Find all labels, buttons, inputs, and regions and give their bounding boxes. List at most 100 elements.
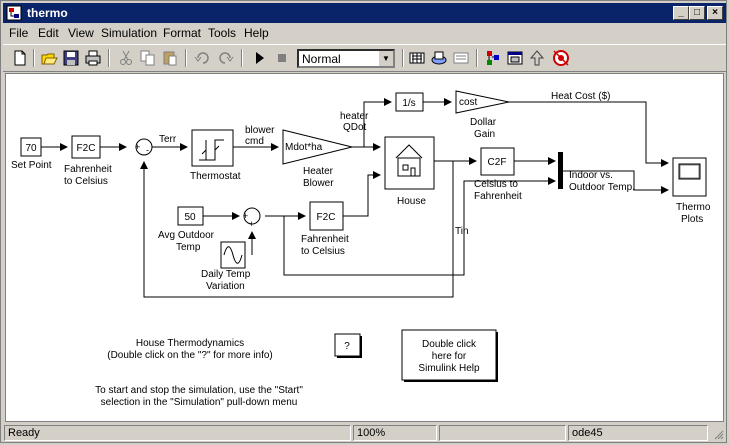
redo-icon[interactable] — [216, 49, 234, 67]
simulink-help-text-2: here for — [432, 351, 467, 362]
copy-icon[interactable] — [139, 49, 157, 67]
status-state: Ready — [4, 425, 351, 441]
set-point-block[interactable]: 70 — [20, 137, 42, 157]
sum-plus-sign: + — [135, 142, 140, 152]
daily-label-2: Variation — [206, 281, 245, 292]
c2f-label-1: Celsius to — [474, 179, 518, 190]
dollar-label-1: Dollar — [470, 117, 497, 128]
menu-edit[interactable]: Edit — [38, 26, 59, 40]
blower-cmd-label-2: cmd — [245, 136, 264, 147]
scope-label-2: Plots — [681, 214, 703, 225]
menu-view[interactable]: View — [68, 26, 94, 40]
house-thermodynamics-help-block[interactable]: ? — [334, 333, 362, 358]
f2c-text: F2C — [77, 143, 96, 154]
instructions-text-1: To start and stop the simulation, use th… — [95, 385, 303, 396]
sum-block-error[interactable]: + - — [135, 138, 153, 156]
sum-minus-sign: - — [146, 145, 149, 155]
simulink-help-block[interactable]: Double click here for Simulink Help — [401, 329, 498, 382]
cut-icon[interactable] — [117, 49, 135, 67]
debugger-icon[interactable] — [506, 49, 524, 67]
update-diagram-icon[interactable] — [430, 49, 448, 67]
model-canvas[interactable]: 70 Set Point F2C Fahrenheit to Celsius +… — [5, 73, 724, 422]
toolbar-separator — [185, 49, 187, 67]
house-label: House — [397, 196, 426, 207]
terr-label: Terr — [159, 134, 177, 145]
save-icon[interactable] — [62, 49, 80, 67]
house-thermo-text-2: (Double click on the "?" for more info) — [107, 350, 273, 361]
menu-format[interactable]: Format — [163, 26, 202, 40]
menu-simulation[interactable]: Simulation — [101, 26, 158, 40]
simulation-mode-select[interactable]: Normal ▼ — [297, 49, 395, 68]
open-icon[interactable] — [40, 49, 58, 67]
resize-grip-icon[interactable] — [712, 428, 724, 440]
status-solver: ode45 — [568, 425, 708, 441]
daily-temp-variation-block[interactable] — [220, 241, 246, 269]
avg-value: 50 — [184, 212, 196, 223]
integrator-text: 1/s — [402, 98, 415, 109]
profiler-icon[interactable] — [552, 49, 570, 67]
f2c-label-line1: Fahrenheit — [64, 164, 112, 175]
dollar-label-2: Gain — [474, 129, 495, 140]
avg-label-2: Temp — [176, 242, 201, 253]
thermostat-block[interactable] — [191, 129, 234, 167]
toolbar-separator — [402, 49, 404, 67]
cost-text: cost — [459, 97, 478, 108]
heater-qdot-label-1: heater — [340, 111, 369, 122]
title-bar[interactable]: thermo _ □ × — [3, 3, 726, 23]
start-icon[interactable] — [251, 49, 269, 67]
f2c-outdoor-label-1: Fahrenheit — [301, 234, 349, 245]
simulink-help-text-3: Simulink Help — [418, 363, 480, 374]
library-browser-icon[interactable] — [452, 49, 470, 67]
heater-label-2: Blower — [303, 178, 334, 189]
blower-cmd-label-1: blower — [245, 125, 275, 136]
integrator-block[interactable]: 1/s — [395, 92, 424, 112]
menu-tools[interactable]: Tools — [208, 26, 237, 40]
f2c-block-outdoor[interactable]: F2C — [309, 201, 344, 231]
new-icon[interactable] — [11, 49, 29, 67]
chevron-down-icon[interactable]: ▼ — [378, 51, 393, 66]
sum-block-outdoor[interactable]: + + — [243, 207, 261, 229]
heat-cost-label: Heat Cost ($) — [551, 91, 610, 102]
gain-text: Mdot*ha — [285, 142, 323, 153]
f2c-text: F2C — [317, 212, 336, 223]
f2c-outdoor-label-2: to Celsius — [301, 246, 345, 257]
dollar-gain-block[interactable]: cost — [455, 90, 510, 114]
heater-blower-gain-block[interactable]: Mdot*ha — [282, 129, 353, 165]
model-explorer-icon[interactable] — [484, 49, 502, 67]
f2c-block-setpoint[interactable]: F2C — [71, 135, 101, 159]
avg-outdoor-temp-block[interactable]: 50 — [177, 206, 204, 226]
house-block[interactable] — [384, 136, 435, 190]
window-title: thermo — [27, 6, 68, 20]
signal-lines — [41, 98, 669, 298]
thermo-plots-scope-block[interactable] — [672, 157, 707, 197]
toolbar: Normal ▼ — [3, 44, 726, 72]
tin-label: Tin — [455, 226, 469, 237]
mux-label-2: Outdoor Temp. — [569, 182, 635, 193]
simulink-app-icon — [6, 5, 22, 21]
toolbar-separator — [476, 49, 478, 67]
daily-label-1: Daily Temp — [201, 269, 251, 280]
minimize-icon[interactable]: _ — [673, 6, 689, 20]
parent-icon[interactable] — [528, 49, 546, 67]
c2f-block[interactable]: C2F — [480, 147, 515, 176]
undo-icon[interactable] — [194, 49, 212, 67]
maximize-icon[interactable]: □ — [689, 6, 705, 20]
heater-label-1: Heater — [303, 166, 334, 177]
close-icon[interactable]: × — [707, 6, 723, 20]
print-icon[interactable] — [84, 49, 102, 67]
toolbar-separator — [33, 49, 35, 67]
c2f-text: C2F — [488, 157, 507, 168]
stop-icon[interactable] — [273, 49, 291, 67]
sum-plus-sign: + — [243, 211, 248, 221]
status-bar: Ready 100% ode45 — [3, 424, 726, 442]
c2f-label-2: Fahrenheit — [474, 191, 522, 202]
menu-file[interactable]: File — [9, 26, 29, 40]
paste-icon[interactable] — [161, 49, 179, 67]
menu-help[interactable]: Help — [244, 26, 269, 40]
toolbar-separator — [241, 49, 243, 67]
build-icon[interactable] — [408, 49, 426, 67]
block-diagram: 70 Set Point F2C Fahrenheit to Celsius +… — [11, 90, 711, 408]
thermostat-label: Thermostat — [190, 171, 241, 182]
mux-block[interactable] — [558, 152, 563, 189]
